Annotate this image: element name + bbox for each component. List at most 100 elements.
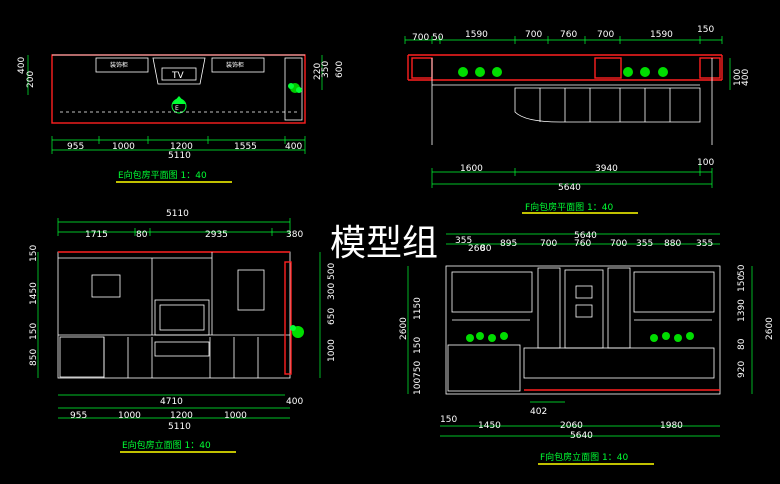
f-plan-bottom-dim-2: 3940 [595, 164, 618, 174]
f-elev-left-dim-3: 150 [413, 337, 423, 354]
f-elev-left-dim-5: 100 [413, 378, 423, 395]
f-plan-caption: F向包房平面图 1：40 [525, 201, 613, 213]
f-elevation-brick-base [447, 344, 521, 392]
plant-icon [288, 83, 302, 93]
f-elev-bottom-dim-1: 150 [440, 415, 457, 425]
f-elev-top-dim-4: 895 [500, 239, 517, 249]
f-elev-top-dim-2: 260 [468, 244, 485, 254]
e-elev-left-dim-2: 1450 [29, 282, 39, 305]
f-elevation-outline [445, 265, 721, 395]
f-plan-bottom-dim-3: 100 [697, 158, 714, 168]
e-elev-left-dim-3: 150 [29, 323, 39, 340]
f-elev-caption: F向包房立面图 1：40 [540, 451, 628, 463]
f-elev-bottom-dim-3: 2060 [560, 421, 583, 431]
e-elev-left-dim-4: 850 [29, 349, 39, 366]
f-elev-top-dim-8: 355 [636, 239, 653, 249]
f-plan-right-dim-1: 100 [733, 69, 743, 86]
f-elevation-view: 5640 355 260 80 895 700 760 700 355 880 … [399, 231, 775, 465]
e-plan-caption: E向包房平面图 1：40 [118, 169, 207, 181]
e-elev-top-dim-4: 380 [286, 230, 303, 240]
f-elev-top-dim-6: 760 [574, 239, 591, 249]
e-plan-cabinet-left [95, 57, 149, 73]
e-elev-total: 5110 [168, 422, 191, 432]
e-plan-right-dim-2: 350 [321, 61, 331, 78]
f-elev-total: 5640 [570, 431, 593, 441]
f-plan-right-dim-2: 400 [741, 69, 751, 86]
e-plan-bottom-dim-2: 1000 [112, 142, 135, 152]
f-elev-right-dim-1: 50 [737, 264, 747, 276]
e-plan-right-dim-1: 220 [313, 63, 323, 80]
f-plan-top-dim-8: 150 [697, 25, 714, 35]
f-plan-top-dim-1: 700 [412, 33, 429, 43]
e-plan-right-dim-3: 600 [335, 61, 345, 78]
e-elevation-picture-frame [91, 274, 121, 298]
e-elev-right-dim-4: 1000 [327, 339, 337, 362]
f-plan-view: 700 50 1590 700 760 700 1590 150 1600 39… [404, 25, 751, 214]
e-elev-right-dim-1: 500 [327, 263, 337, 280]
e-elev-right-dim-2: 300 [327, 283, 337, 300]
f-plan-top-dim-7: 1590 [650, 30, 673, 40]
e-elev-right-dim-3: 650 [327, 308, 337, 325]
e-plan-total-dim: 5110 [168, 151, 191, 161]
f-plan-bottom-dim-1: 1600 [460, 164, 483, 174]
e-elevation-outline [57, 251, 291, 379]
f-plan-top-dim-5: 760 [560, 30, 577, 40]
f-plan-total-dim: 5640 [558, 183, 581, 193]
e-plan-left-dim-1: 400 [17, 57, 27, 74]
e-elev-bottom-right: 400 [286, 397, 303, 407]
f-plan-top-dim-2: 50 [432, 33, 444, 43]
plant-icon [466, 332, 694, 342]
f-plan-top-dim-3: 1590 [465, 30, 488, 40]
f-elevation-banquette [523, 347, 715, 379]
f-elev-right-dim-6: 920 [737, 361, 747, 378]
f-elev-top-dim-3: 80 [480, 244, 492, 254]
e-elev-bottom-sub: 4710 [160, 397, 183, 407]
f-elev-left-dim-2: 2600 [399, 317, 409, 340]
e-elev-top-dim-2: 80 [136, 230, 148, 240]
e-plan-view: 装饰柜 装饰柜 TV E 955 1000 1200 1555 400 5110… [17, 54, 345, 183]
f-elev-top-dim-7: 700 [610, 239, 627, 249]
e-plan-cabinet-right-label: 装饰柜 [226, 61, 244, 69]
f-elev-bottom-sub: 402 [530, 407, 547, 417]
f-elev-left-dim-4: 750 [413, 361, 423, 378]
f-elev-top-dim-1: 355 [455, 236, 472, 246]
e-elevation-view: 5110 1715 80 2935 380 4710 400 955 1000 … [29, 209, 337, 453]
f-elev-bottom-dim-2: 1450 [478, 421, 501, 431]
e-elev-top-total: 5110 [166, 209, 189, 219]
e-plan-bottom-dim-5: 400 [285, 142, 302, 152]
f-elevation-lattice-left [451, 271, 533, 313]
e-elev-bottom-dim-4: 1000 [224, 411, 247, 421]
e-elev-bottom-dim-1: 955 [70, 411, 87, 421]
e-plan-bottom-dim-1: 955 [67, 142, 84, 152]
watermark: 模型组 [330, 223, 438, 264]
e-plan-tv-label: TV [171, 71, 184, 81]
e-elev-bottom-dim-3: 1200 [170, 411, 193, 421]
e-plan-left-dim-2: 200 [26, 71, 36, 88]
e-plan-tv-cabinet [152, 57, 206, 85]
f-elev-right-dim-3: 1390 [737, 299, 747, 322]
plant-icon [290, 325, 304, 338]
e-plan-bottom-dim-4: 1555 [234, 142, 257, 152]
e-elev-top-dim-1: 1715 [85, 230, 108, 240]
e-plan-cabinet-left-label: 装饰柜 [110, 61, 128, 69]
e-plan-view-marker-label: E [175, 105, 179, 112]
f-elevation-center-panel [564, 269, 604, 349]
f-elev-top-total: 5640 [574, 231, 597, 241]
e-elevation-wall-art [237, 269, 265, 311]
f-plan-banquette [514, 87, 701, 123]
f-elev-top-dim-5: 700 [540, 239, 557, 249]
f-elev-top-dim-9: 880 [664, 239, 681, 249]
f-plan-top-dim-6: 700 [597, 30, 614, 40]
e-elev-left-dim-1: 150 [29, 245, 39, 262]
f-elevation-lattice-right [633, 271, 715, 313]
e-plan-cabinet-right [211, 57, 265, 73]
f-elev-right-dim-2: 150 [737, 275, 747, 292]
e-elev-top-dim-3: 2935 [205, 230, 228, 240]
f-elev-right-dim-5: 80 [737, 338, 747, 350]
e-elev-caption: E向包房立面图 1：40 [122, 439, 211, 451]
f-plan-top-dim-4: 700 [525, 30, 542, 40]
f-elev-top-dim-10: 355 [696, 239, 713, 249]
f-elev-bottom-dim-4: 1980 [660, 421, 683, 431]
f-elev-right-dim-4: 2600 [765, 317, 775, 340]
